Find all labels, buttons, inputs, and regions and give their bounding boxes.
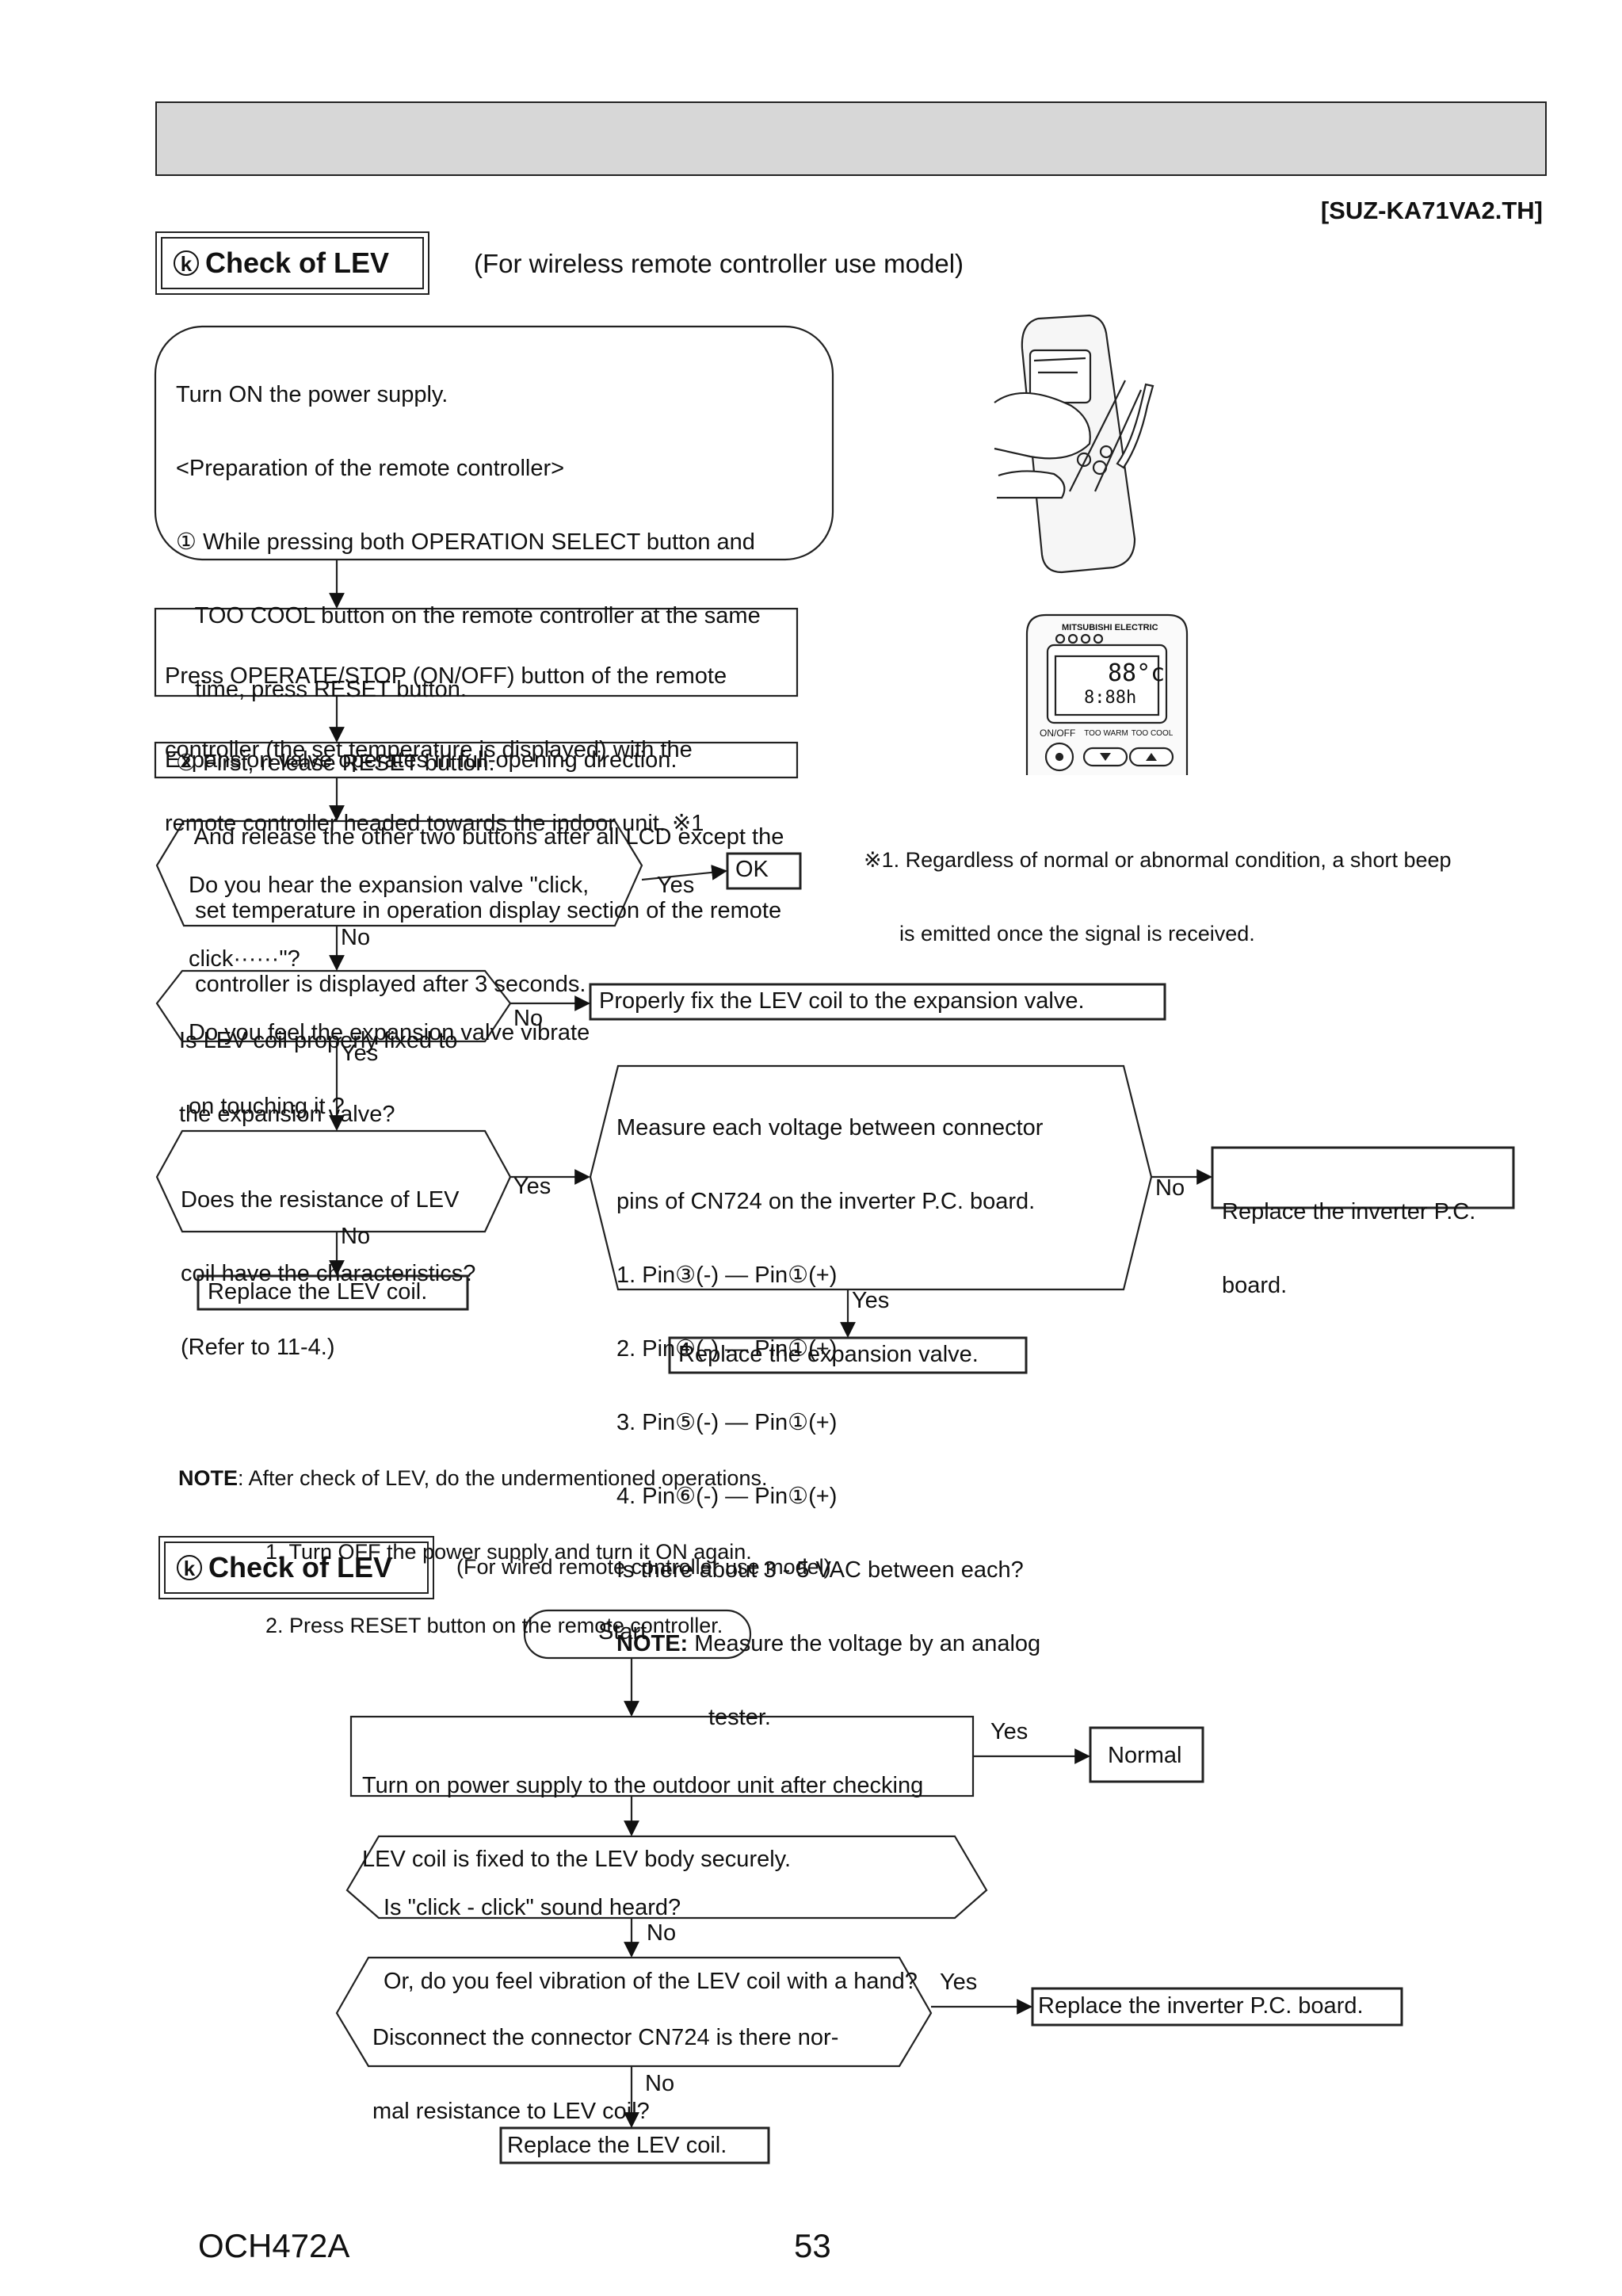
s2-no-label-1: No	[647, 1920, 677, 1946]
normal-box	[1089, 1726, 1204, 1783]
start-label: Start	[598, 1619, 647, 1645]
step3-box	[154, 741, 799, 779]
step3-text: Expansion valve operates in full-opening…	[165, 747, 677, 773]
s2-replace-board-box	[1031, 1987, 1403, 2027]
step2-box	[154, 607, 799, 697]
section-k-badge: k	[177, 1555, 202, 1580]
replace-coil-text: Replace the LEV coil.	[208, 1279, 428, 1305]
remote-front-illustration	[1025, 613, 1189, 775]
s2-yes-label-2: Yes	[940, 1969, 978, 1995]
measure-text: Measure each voltage between connector p…	[616, 1115, 1044, 1730]
section2-title: Check of LEV	[208, 1551, 393, 1584]
q3-no-label: No	[341, 1224, 371, 1249]
s2-q2-diamond	[335, 1956, 933, 2068]
remote-brand: MITSUBISHI ELECTRIC	[1062, 623, 1158, 632]
q2-yes-label: Yes	[341, 1041, 379, 1066]
remote-onoff-label: ON/OFF	[1040, 728, 1076, 739]
section-k-badge: k	[174, 250, 199, 276]
q3-text: Does the resistance of LEV coil have the…	[181, 1187, 476, 1360]
section2-subtitle: (For wired remote controller use model)	[456, 1555, 831, 1579]
q2-no-label: No	[513, 1006, 544, 1031]
remote-hand-illustration	[994, 314, 1154, 574]
q1-yes-label: Yes	[657, 873, 695, 898]
remote-time-display: 8:88h	[1084, 688, 1137, 708]
footnote: ※1. Regardless of normal or abnormal con…	[864, 848, 1452, 946]
step1-rounded-box	[154, 325, 834, 561]
s2-replace-coil-box	[499, 2126, 770, 2164]
remote-too-warm-label: TOO WARM	[1084, 729, 1128, 738]
s2-step1-text: Turn on power supply to the outdoor unit…	[362, 1773, 924, 1872]
measure-no-label: No	[1155, 1175, 1185, 1201]
s2-yes-label-1: Yes	[990, 1719, 1029, 1744]
s2-q2-text: Disconnect the connector CN724 is there …	[372, 2025, 839, 2124]
replace-board-text: Replace the inverter P.C. board.	[1222, 1199, 1476, 1298]
s2-replace-board-text: Replace the inverter P.C. board.	[1038, 1993, 1364, 2019]
s2-q1-diamond	[345, 1835, 988, 1920]
remote-temp-display: 88°c	[1108, 659, 1166, 687]
measure-yes-label: Yes	[852, 1288, 890, 1313]
q1-no-label: No	[341, 925, 371, 950]
fix-box	[589, 983, 1166, 1021]
section1-subtitle: (For wireless remote controller use mode…	[474, 249, 964, 278]
ok-box	[726, 852, 802, 890]
model-number: [SUZ-KA71VA2.TH]	[1320, 197, 1543, 224]
replace-board-box	[1211, 1146, 1515, 1209]
normal-label: Normal	[1108, 1743, 1182, 1768]
start-terminal	[523, 1609, 752, 1660]
q1-diamond	[155, 819, 643, 927]
note-block: NOTE: After check of LEV, do the underme…	[178, 1466, 768, 1637]
q3-yes-label: Yes	[513, 1174, 551, 1199]
section2-title-box: k Check of LEV	[158, 1536, 434, 1599]
remote-too-cool-label: TOO COOL	[1131, 729, 1174, 738]
replace-valve-box	[668, 1336, 1028, 1374]
s2-no-label-2: No	[645, 2071, 675, 2096]
q1-text: Do you hear the expansion valve "click, …	[189, 873, 590, 1119]
ok-label: OK	[735, 857, 769, 882]
replace-valve-text: Replace the expansion valve.	[678, 1342, 979, 1367]
step2-text: Press OPERATE/STOP (ON/OFF) button of th…	[165, 663, 727, 836]
s2-q1-text: Is "click - click" sound heard? Or, do y…	[384, 1895, 918, 1994]
q2-text: Is LEV coil properly fixed to the expans…	[179, 1028, 458, 1127]
s2-replace-coil-text: Replace the LEV coil.	[507, 2133, 727, 2158]
footer-page-number: 53	[794, 2227, 831, 2264]
fix-box-text: Properly fix the LEV coil to the expansi…	[599, 988, 1085, 1014]
footer-doc-id: OCH472A	[198, 2227, 350, 2264]
section1-title-box: k Check of LEV	[155, 231, 429, 295]
section1-title: Check of LEV	[205, 246, 390, 279]
header-bar	[155, 101, 1547, 176]
step1-text: Turn ON the power supply. <Preparation o…	[176, 382, 784, 997]
replace-coil-box	[197, 1274, 469, 1311]
